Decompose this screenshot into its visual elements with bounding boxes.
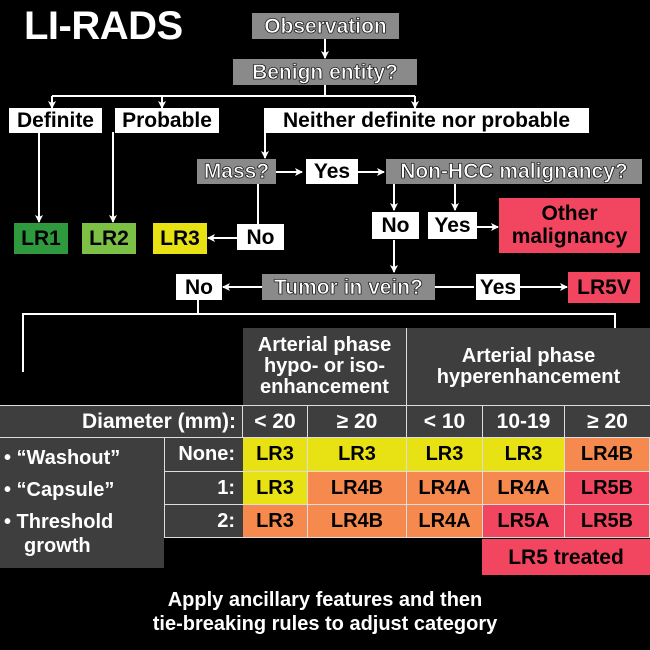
diameter-lt10: < 10: [407, 405, 483, 438]
mass-question: Mass?: [197, 159, 276, 184]
page-title: LI-RADS: [24, 4, 183, 48]
diameter-row: [0, 405, 650, 438]
mass-no-box: No: [237, 224, 284, 250]
tiv-yes-box: Yes: [476, 274, 520, 300]
category-cell: LR4B: [565, 438, 650, 472]
header-hyperenhancement: Arterial phase hyperenhancement: [436, 344, 621, 388]
major-features-list: • “Washout” • “Capsule” • Threshold grow…: [0, 438, 164, 568]
neither-box: Neither definite nor probable: [264, 108, 589, 133]
feature-washout: • “Washout”: [4, 447, 121, 469]
row-label-none: None:: [164, 438, 243, 472]
category-cell: LR5B: [565, 505, 650, 538]
table-group-header: [243, 328, 650, 405]
category-cell: LR3: [243, 438, 308, 472]
mass-yes-box: Yes: [306, 159, 358, 184]
nonhcc-no-box: No: [372, 212, 419, 239]
table-bracket: [22, 313, 616, 372]
row-labels: [164, 438, 243, 538]
category-cell: LR3: [483, 438, 565, 472]
row-label-2: 2:: [164, 505, 243, 538]
definite-box: Definite: [9, 108, 102, 133]
nonhcc-yes-box: Yes: [428, 212, 477, 239]
footer-note: Apply ancillary features and then tie-br…: [0, 588, 650, 636]
lr2-box: LR2: [82, 223, 136, 254]
diameter-lt20: < 20: [243, 405, 308, 438]
observation-box: Observation: [252, 13, 399, 39]
lr1-box: LR1: [14, 223, 68, 254]
non-hcc-question: Non-HCC malignancy?: [386, 159, 642, 184]
row-label-1: 1:: [164, 472, 243, 505]
category-cell: LR3: [243, 472, 308, 505]
footer-line-1: Apply ancillary features and then: [167, 589, 483, 611]
other-malignancy-box: Other malignancy: [499, 198, 640, 253]
category-cell: LR3: [407, 438, 483, 472]
category-cell: LR4B: [308, 505, 407, 538]
category-cell: LR5B: [565, 472, 650, 505]
feature-capsule: • “Capsule”: [4, 479, 115, 501]
lr5v-box: LR5V: [568, 272, 640, 303]
header-hypo-iso: Arterial phase hypo- or iso-enhancement: [243, 328, 407, 405]
category-cell: LR4A: [483, 472, 565, 505]
category-cell: LR4B: [308, 472, 407, 505]
tumor-in-vein-question: Tumor in vein?: [262, 274, 435, 300]
footer-line-2: tie-breaking rules to adjust category: [152, 613, 498, 635]
category-cell: LR4A: [407, 505, 483, 538]
category-cell: LR3: [243, 505, 308, 538]
diameter-10-19: 10-19: [483, 405, 565, 438]
category-cell: LR4A: [407, 472, 483, 505]
lr3-box: LR3: [153, 223, 207, 254]
diameter-label: Diameter (mm):: [0, 405, 243, 438]
tiv-no-box: No: [176, 274, 222, 300]
category-cell: LR3: [308, 438, 407, 472]
probable-box: Probable: [115, 108, 219, 133]
feature-threshold: • Threshold: [4, 511, 114, 533]
benign-entity-question: Benign entity?: [233, 59, 417, 85]
feature-growth: growth: [24, 535, 91, 557]
diameter-ge20-hyper: ≥ 20: [587, 409, 628, 433]
lr5-treated-box: LR5 treated: [482, 539, 650, 575]
category-cell: LR5A: [483, 505, 565, 538]
diameter-ge20-hypo: ≥ 20: [308, 405, 407, 438]
